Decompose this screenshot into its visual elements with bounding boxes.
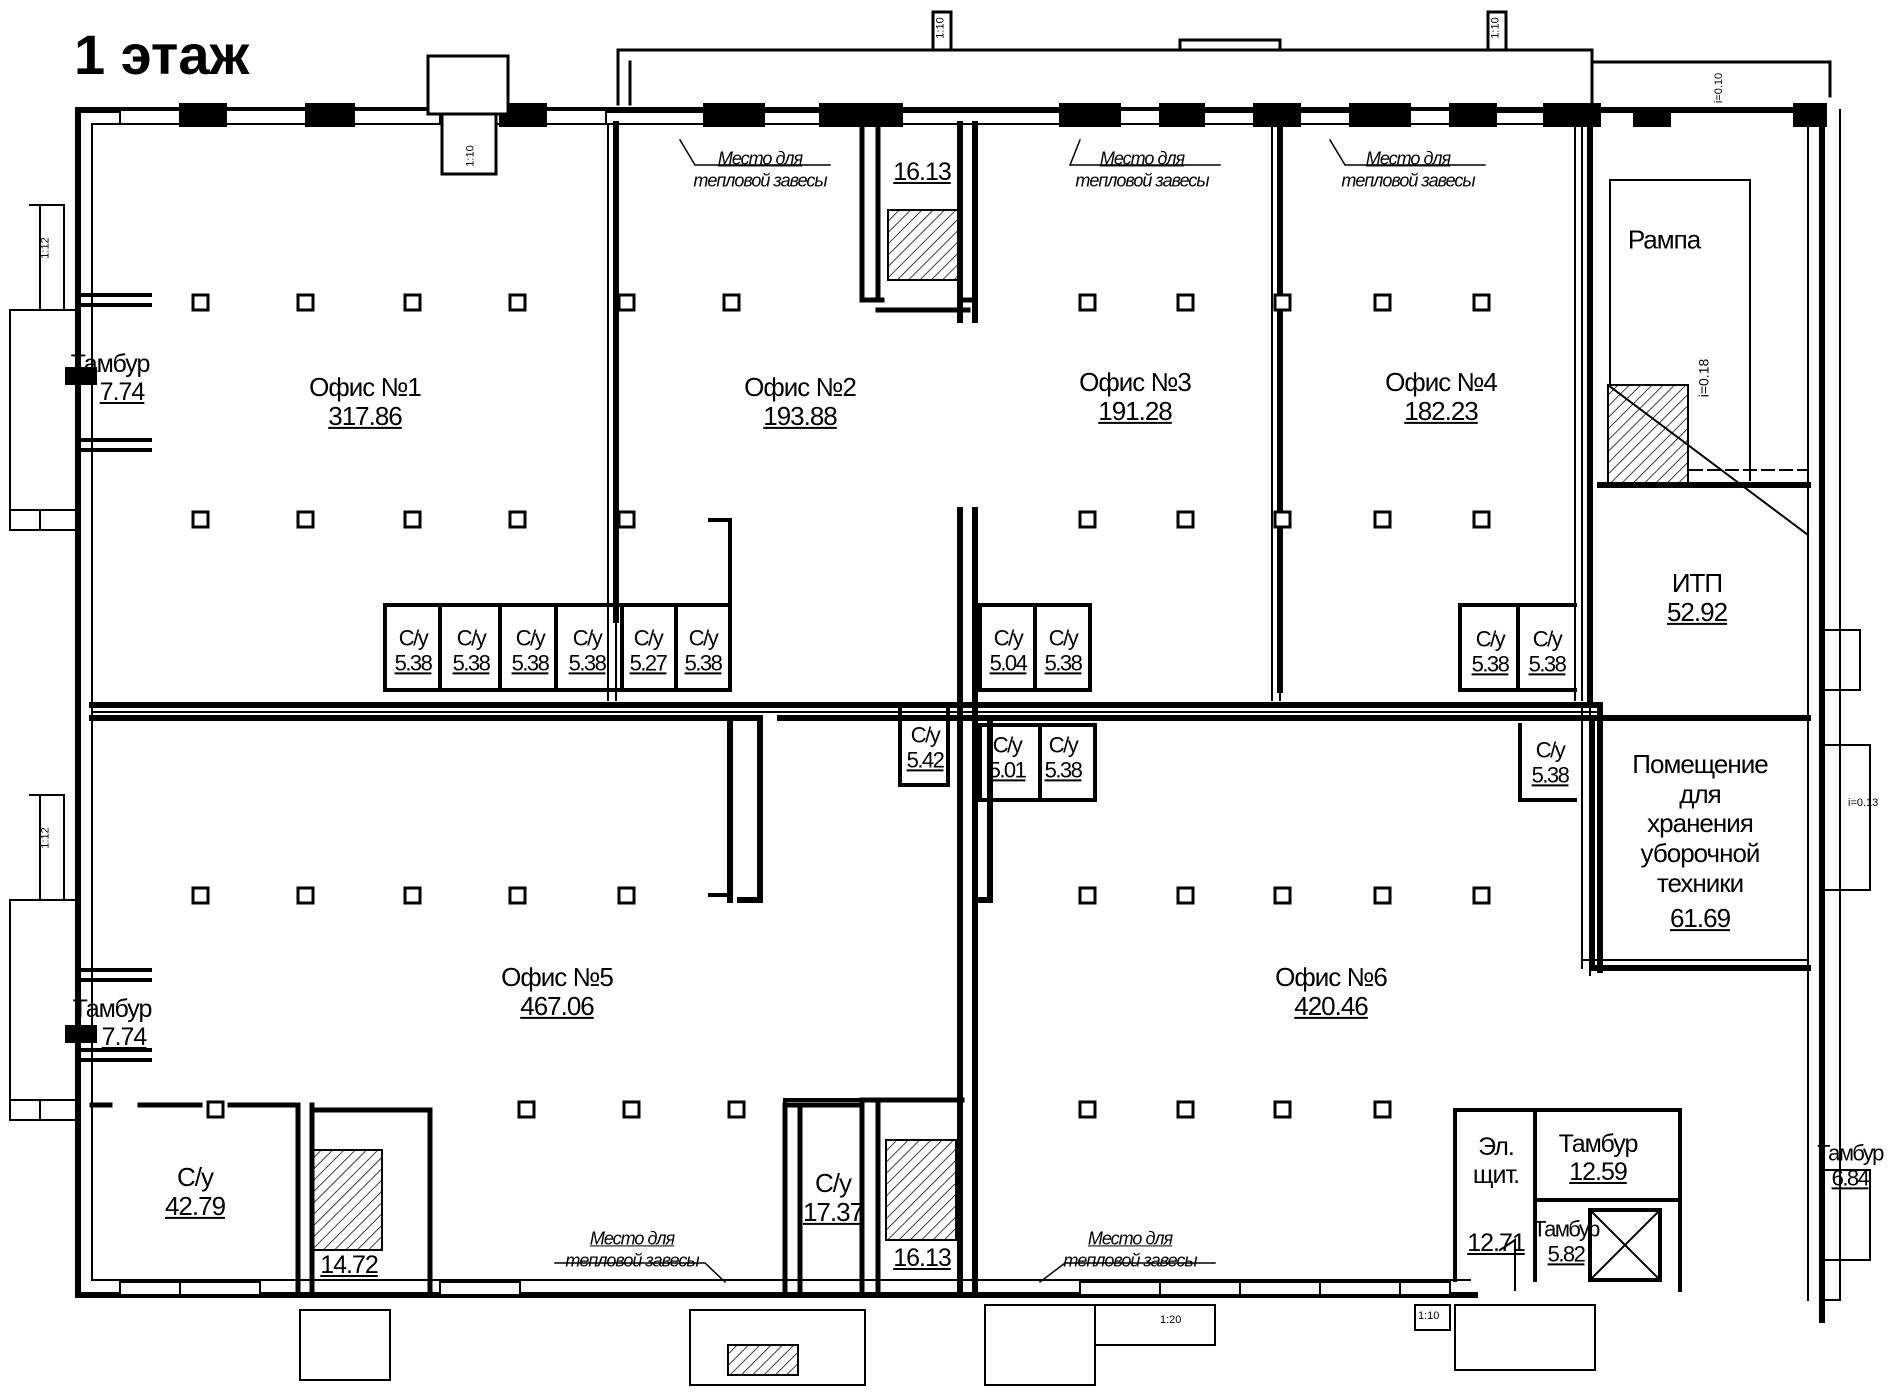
curtain-leaders (554, 123, 1486, 1284)
scale-label: 1:10 (1489, 17, 1502, 39)
ramp (1606, 179, 1810, 537)
canopy-top (426, 10, 1832, 176)
columns (191, 293, 1491, 1119)
scale-label: 1:20 (1160, 1314, 1182, 1326)
interior-walls (89, 121, 1811, 1298)
scale-label: 1:12 (39, 827, 52, 849)
stair-bottom-left (295, 1102, 433, 1293)
scale-label: 1:10 (464, 145, 477, 167)
room-ramp: Рампа (1627, 224, 1701, 255)
scale-label: 1:10 (1418, 1310, 1440, 1322)
room-stair-bottom: 16.13 (893, 1244, 952, 1272)
slope-label: i=0.13 (1848, 797, 1879, 809)
entrance-left-mid (9, 794, 152, 1121)
scale-label: 1:12 (39, 237, 52, 259)
slope-label: i=0.10 (1713, 72, 1726, 104)
wc-row-2 (978, 603, 1577, 692)
room-stair-left: 14.72 (320, 1251, 379, 1279)
windows-bottom (119, 1281, 1451, 1296)
stair-bottom-center (859, 1097, 965, 1293)
floor-title: 1 этаж (74, 23, 250, 86)
windows-top (119, 103, 1827, 127)
room-storage: Помещение для хранения уборочной техники… (1632, 749, 1768, 934)
scale-label: 1:10 (934, 17, 947, 39)
slope-label: i=0.18 (1695, 358, 1712, 398)
bottom-porches (299, 1304, 1596, 1386)
room-electrical: Эл. щит. 12.71 (1467, 1133, 1526, 1257)
stair-top (859, 121, 978, 313)
entrance-left-top (9, 204, 152, 531)
wc-row-1 (383, 518, 732, 692)
vestibule-block (1453, 1108, 1682, 1292)
room-stair-top: 16.13 (893, 158, 952, 186)
